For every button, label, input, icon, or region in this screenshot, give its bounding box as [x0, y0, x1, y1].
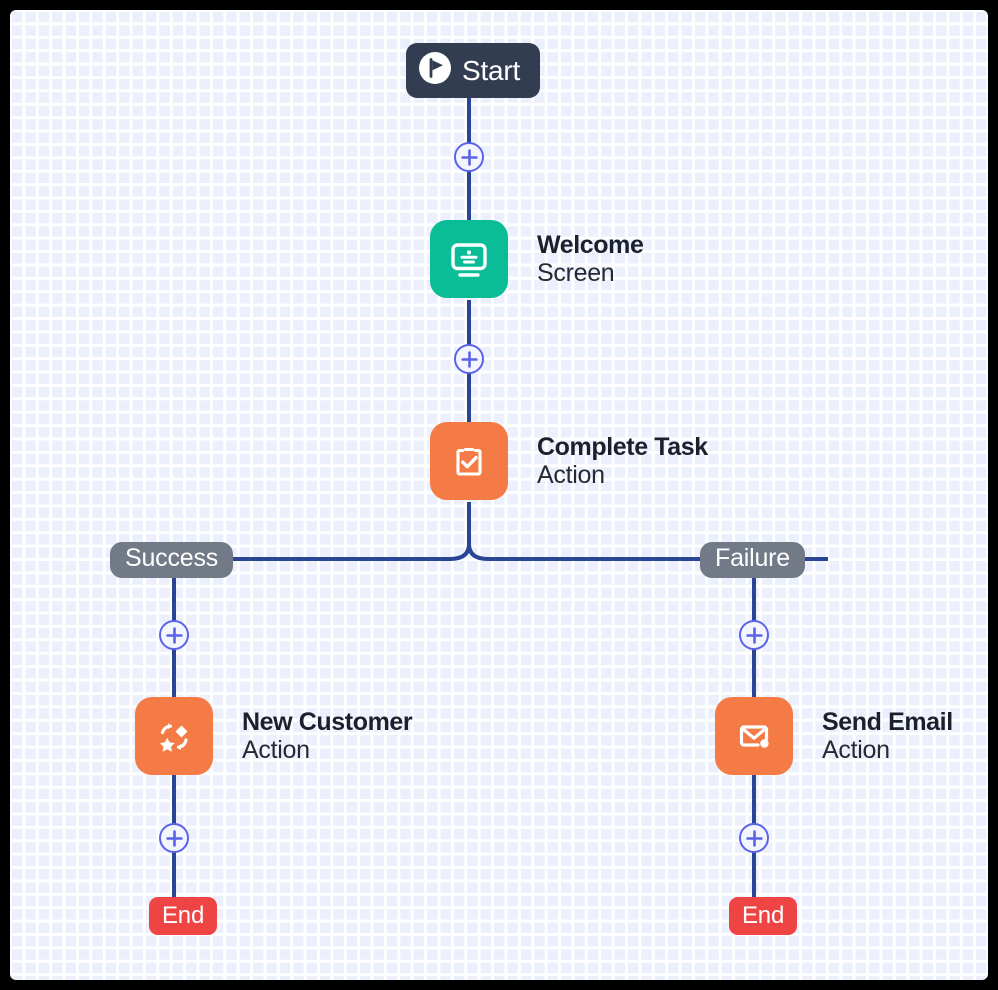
envelope-dot-icon[interactable]	[715, 697, 793, 775]
plus-icon	[460, 148, 478, 166]
node-subtitle: Screen	[537, 259, 615, 287]
add-on-failure-branch-button[interactable]	[739, 620, 769, 650]
add-after-new-customer-button[interactable]	[159, 823, 189, 853]
add-on-success-branch-button[interactable]	[159, 620, 189, 650]
send-email-text: Send Email Action	[822, 708, 953, 765]
flow-canvas[interactable]: Start Welcome Screen	[10, 10, 988, 980]
node-subtitle: Action	[822, 736, 890, 764]
node-subtitle: Action	[242, 736, 310, 764]
node-title: Complete Task	[537, 432, 708, 461]
add-after-welcome-screen-button[interactable]	[454, 344, 484, 374]
node-title: Send Email	[822, 707, 953, 736]
node-send-email[interactable]: Send Email Action	[715, 697, 953, 775]
automation-sparkle-icon[interactable]	[135, 697, 213, 775]
play-flag-icon	[418, 51, 452, 90]
complete-task-text: Complete Task Action	[537, 433, 708, 490]
add-after-send-email-button[interactable]	[739, 823, 769, 853]
node-start[interactable]: Start	[406, 43, 541, 98]
node-complete-task[interactable]: Complete Task Action	[430, 422, 708, 500]
clipboard-check-icon[interactable]	[430, 422, 508, 500]
start-pill[interactable]: Start	[406, 43, 541, 98]
plus-icon	[745, 626, 763, 644]
plus-icon	[745, 829, 763, 847]
new-customer-text: New Customer Action	[242, 707, 413, 765]
plus-icon	[165, 626, 183, 644]
node-welcome-screen[interactable]: Welcome Screen	[430, 220, 644, 298]
start-label: Start	[462, 54, 521, 86]
node-title: Welcome	[537, 230, 644, 259]
monitor-screen-icon[interactable]	[430, 220, 508, 298]
node-new-customer[interactable]: New Customer Action	[135, 697, 413, 775]
welcome-screen-text: Welcome Screen	[537, 231, 644, 288]
node-end-success[interactable]: End	[149, 897, 218, 935]
branch-label-success[interactable]: Success	[110, 542, 234, 578]
plus-icon	[165, 829, 183, 847]
add-after-start-button[interactable]	[454, 142, 484, 172]
branch-label-failure[interactable]: Failure	[700, 542, 806, 578]
node-title: New Customer	[242, 707, 413, 736]
plus-icon	[460, 350, 478, 368]
node-end-failure[interactable]: End	[729, 897, 798, 935]
node-subtitle: Action	[537, 461, 605, 489]
